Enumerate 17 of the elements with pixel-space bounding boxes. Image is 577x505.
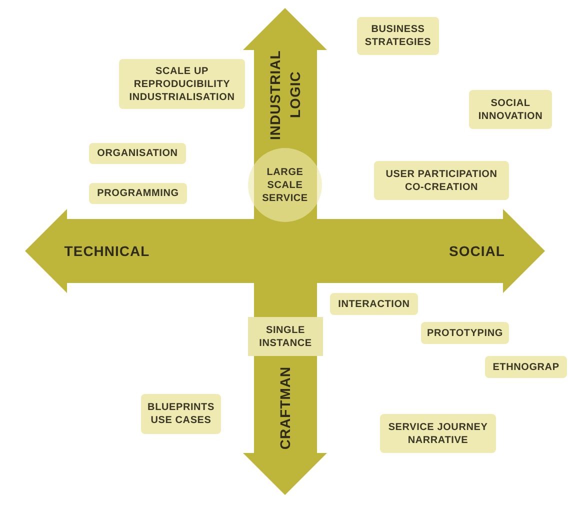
concept-box: ETHNOGRAP: [485, 356, 567, 378]
concept-box: INTERACTION: [330, 293, 418, 315]
axis-label: CRAFTMAN: [276, 366, 294, 450]
axis-label: TECHNICAL: [64, 243, 150, 259]
concept-box: PROTOTYPING: [421, 322, 509, 344]
concept-circle: LARGE SCALE SERVICE: [248, 148, 322, 222]
concept-box: SERVICE JOURNEY NARRATIVE: [380, 414, 496, 453]
concept-box: USER PARTICIPATION CO-CREATION: [374, 161, 509, 200]
axis-label: SOCIAL: [449, 243, 505, 259]
concept-box: SCALE UP REPRODUCIBILITY INDUSTRIALISATION: [119, 59, 245, 109]
concept-box: PROGRAMMING: [89, 183, 187, 204]
concept-box: BUSINESS STRATEGIES: [357, 17, 439, 55]
concept-box: ORGANISATION: [89, 143, 186, 164]
axis-label: INDUSTRIAL LOGIC: [266, 49, 304, 142]
concept-box: SOCIAL INNOVATION: [469, 90, 552, 129]
concept-box: SINGLE INSTANCE: [248, 317, 323, 356]
concept-box: BLUEPRINTS USE CASES: [141, 394, 221, 434]
